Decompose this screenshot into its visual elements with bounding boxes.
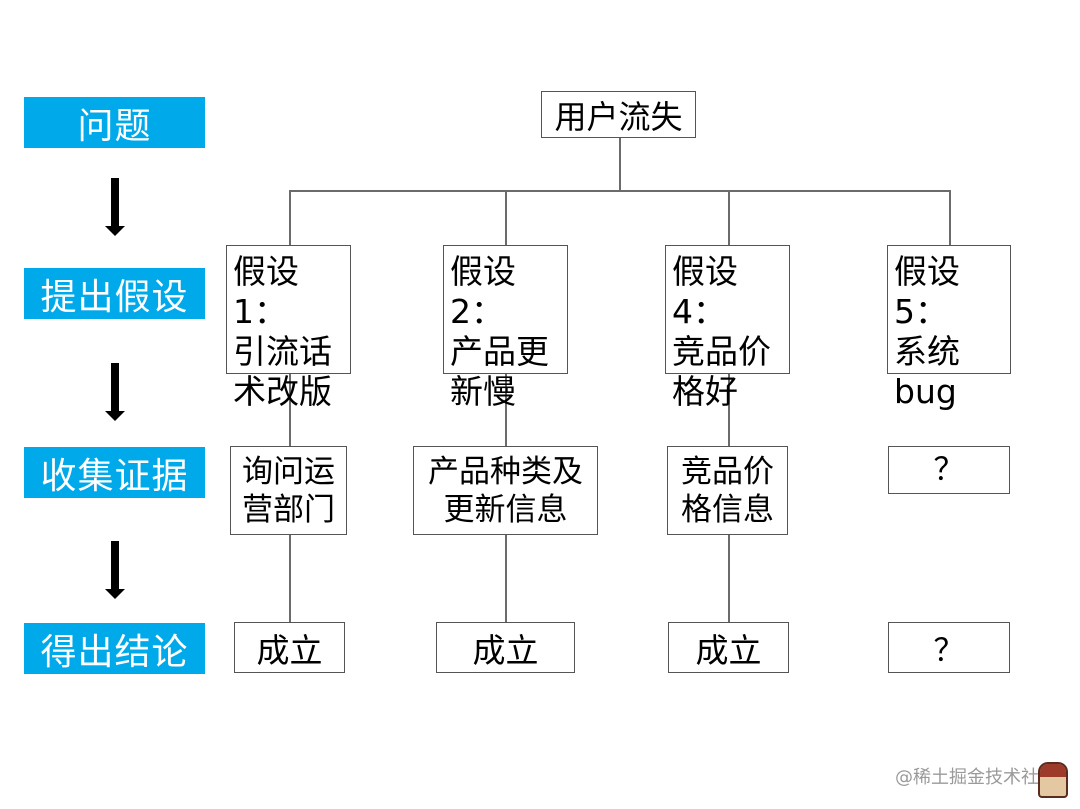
conclusion-label-4: 成立 (695, 630, 762, 670)
evidence-label-4: 竞品价 格信息 (681, 453, 774, 528)
connector-hyp2-evidence (505, 373, 507, 446)
stage-evidence-label: 收集证据 (24, 447, 205, 498)
conclusion-box-4: 成立 (668, 622, 789, 673)
hypothesis-box-2: 假设2： 产品更 新慢 (443, 245, 568, 411)
down-arrow-icon (105, 363, 125, 421)
connector-to-hypothesis-4 (728, 190, 730, 245)
down-arrow-icon (105, 178, 125, 236)
evidence-box-1: 询问运 营部门 (230, 446, 347, 535)
root-problem-label: 用户流失 (554, 97, 683, 136)
connector-hyp4-evidence (728, 373, 730, 446)
evidence-label-5: ？ (933, 452, 965, 488)
evidence-box-5: ？ (888, 446, 1010, 494)
conclusion-label-2: 成立 (472, 630, 539, 670)
connector-evidence4-conclusion (728, 534, 730, 622)
connector-root (619, 137, 621, 190)
evidence-box-4: 竞品价 格信息 (667, 446, 788, 535)
conclusion-box-5: ？ (888, 622, 1010, 673)
conclusion-box-2: 成立 (436, 622, 575, 673)
down-arrow-icon (105, 541, 125, 599)
stage-problem-label: 问题 (24, 97, 205, 148)
stage-hypothesis-label: 提出假设 (24, 268, 205, 319)
watermark-text: @稀土掘金技术社区 (895, 767, 1057, 788)
connector-to-hypothesis-5 (949, 190, 951, 245)
hypothesis-box-4: 假设4： 竞品价 格好 (665, 245, 790, 411)
evidence-box-2: 产品种类及 更新信息 (413, 446, 598, 535)
root-problem-box: 用户流失 (541, 91, 696, 138)
stage-conclusion-label: 得出结论 (24, 623, 205, 674)
connector-to-hypothesis-2 (505, 190, 507, 245)
hypothesis-box-5: 假设5： 系统 bug (887, 245, 1011, 411)
avatar (1038, 762, 1068, 798)
connector-evidence2-conclusion (505, 534, 507, 622)
conclusion-label-5: ？ (933, 633, 965, 669)
connector-hyp1-evidence (289, 373, 291, 446)
evidence-label-1: 询问运 营部门 (242, 453, 335, 528)
conclusion-label-1: 成立 (256, 630, 323, 670)
evidence-label-2: 产品种类及 更新信息 (428, 453, 583, 528)
conclusion-box-1: 成立 (234, 622, 345, 673)
connector-evidence1-conclusion (289, 534, 291, 622)
hypothesis-box-1: 假设1： 引流话 术改版 (226, 245, 351, 411)
connector-branch-bar (289, 190, 950, 192)
connector-to-hypothesis-1 (289, 190, 291, 245)
